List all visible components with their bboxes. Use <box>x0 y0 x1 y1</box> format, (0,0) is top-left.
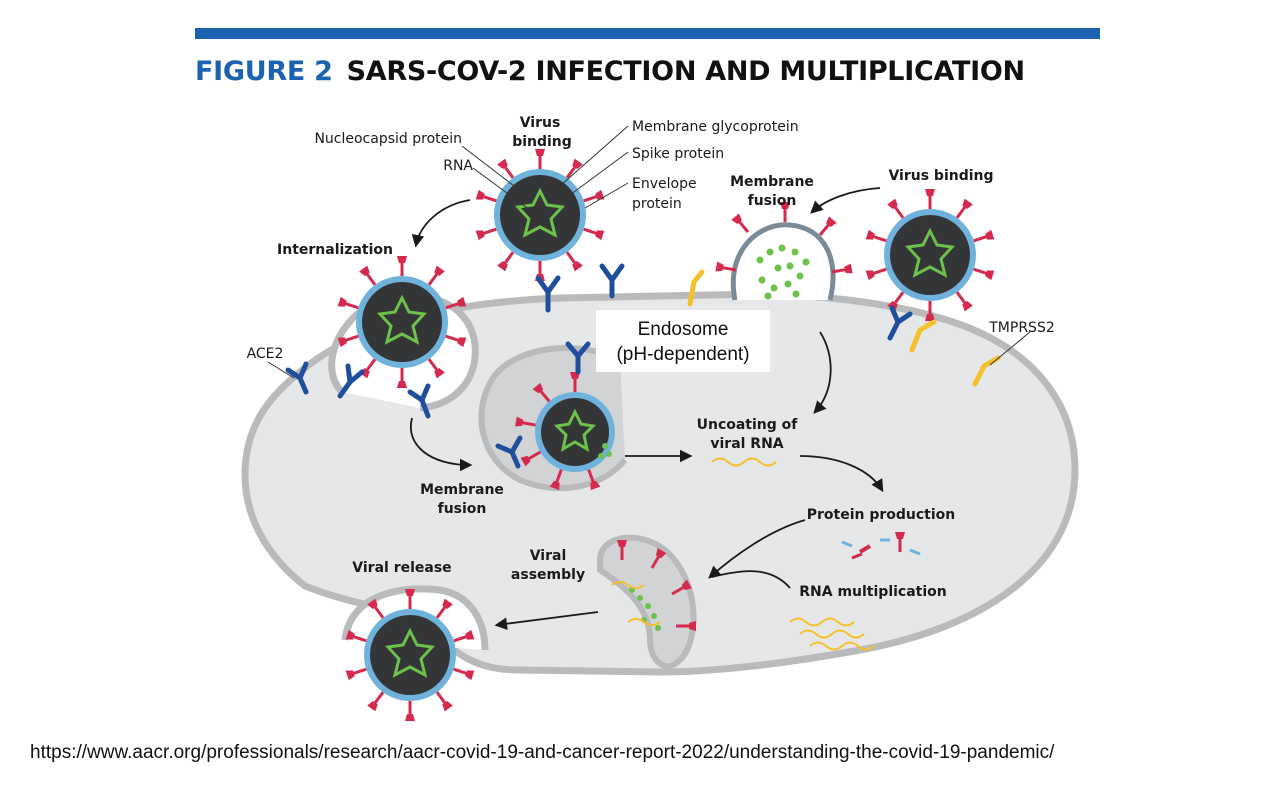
figure-title: FIGURE 2 SARS-COV-2 INFECTION AND MULTIPL… <box>195 56 1025 90</box>
top-fusion-membrane <box>730 222 836 301</box>
virion-top <box>474 147 606 283</box>
label-viral-assembly-1: Viral <box>530 548 567 564</box>
header-accent-bar <box>195 28 1100 39</box>
label-ace2: ACE2 <box>247 346 284 362</box>
label-membrane-glycoprotein: Membrane glycoprotein <box>632 119 799 135</box>
label-rna-multiplication: RNA multiplication <box>799 584 947 600</box>
label-membrane-fusion-bottom-1: Membrane <box>420 482 504 498</box>
label-tmprss2: TMPRSS2 <box>988 320 1054 336</box>
label-nucleocapsid: Nucleocapsid protein <box>314 131 462 147</box>
virion-right <box>864 187 996 323</box>
assembly-vesicle <box>597 534 697 670</box>
label-endosome-2: (pH-dependent) <box>616 344 749 365</box>
label-virus-binding-right: Virus binding <box>888 168 993 184</box>
label-uncoating-2: viral RNA <box>710 436 783 452</box>
label-virus-binding-top-1: Virus <box>520 115 561 131</box>
label-membrane-fusion-top-1: Membrane <box>730 174 814 190</box>
label-envelope-1: Envelope <box>632 176 697 192</box>
label-spike-protein: Spike protein <box>632 146 724 162</box>
label-envelope-2: protein <box>632 196 682 212</box>
label-viral-release: Viral release <box>352 560 451 576</box>
label-internalization: Internalization <box>277 242 393 258</box>
label-rna: RNA <box>443 158 473 174</box>
assembly-contents <box>611 538 698 633</box>
label-virus-binding-top-2: binding <box>512 134 572 150</box>
leader-lines <box>267 125 1031 379</box>
label-viral-assembly-2: assembly <box>511 567 585 583</box>
label-protein-production: Protein production <box>807 507 956 523</box>
process-arrows <box>409 187 884 630</box>
label-uncoating-1: Uncoating of <box>697 417 799 433</box>
fusion-rna-dots <box>756 244 810 300</box>
label-membrane-fusion-top-2: fusion <box>748 193 797 209</box>
source-url: https://www.aacr.org/professionals/resea… <box>30 742 1055 763</box>
protein-fragments <box>841 530 921 560</box>
virion-internalization <box>336 254 468 390</box>
virion-endosome <box>513 370 615 492</box>
rna-strands <box>711 457 875 651</box>
label-endosome-1: Endosome <box>638 319 729 340</box>
infection-diagram: Nucleocapsid protein RNA Virus binding M… <box>241 115 1079 723</box>
virion-release <box>344 587 476 723</box>
figure-number: FIGURE 2 <box>195 56 333 87</box>
ace2-receptors <box>285 263 913 469</box>
label-membrane-fusion-bottom-2: fusion <box>438 501 487 517</box>
tmprss2-proteases <box>687 269 1001 387</box>
endosome-label-box <box>596 310 770 372</box>
figure-title-text: SARS-COV-2 INFECTION AND MULTIPLICATION <box>346 56 1025 87</box>
